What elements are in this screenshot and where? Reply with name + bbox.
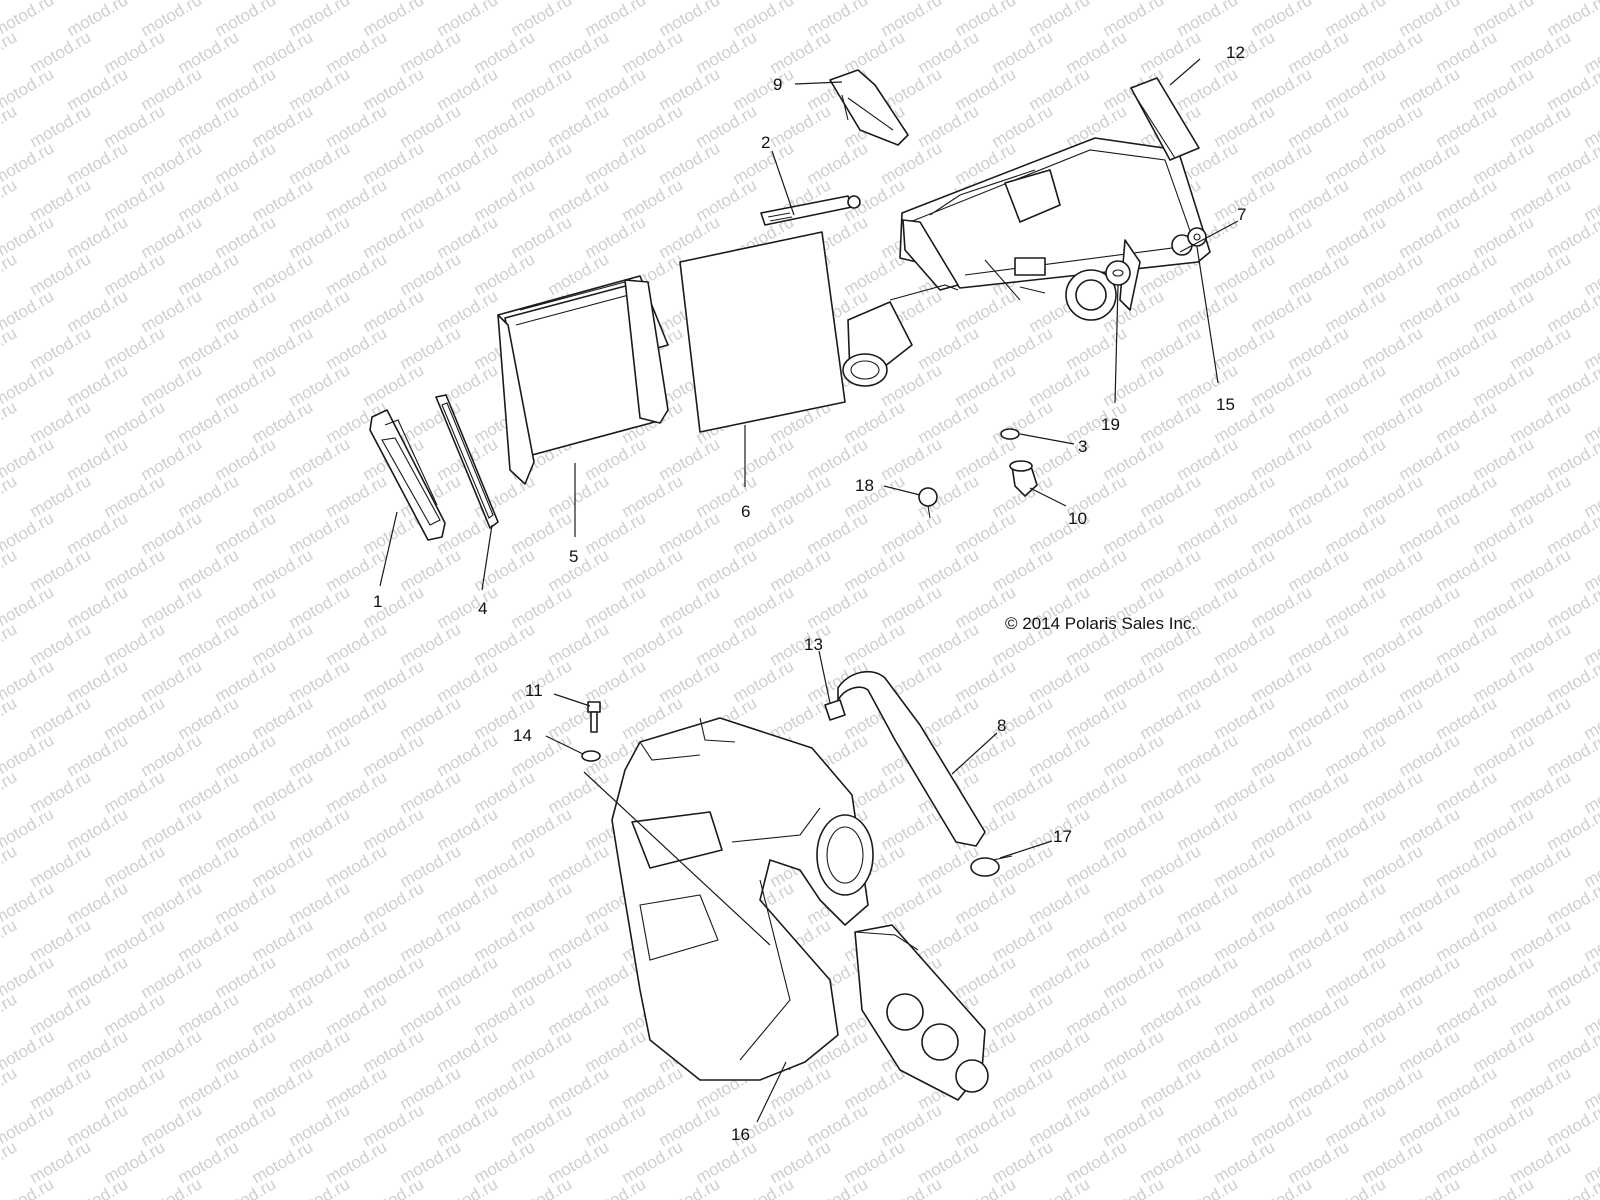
part-4-filter-frame (435, 394, 499, 529)
watermark-text: motod.ru (1544, 730, 1600, 780)
watermark-text: motod.ru (0, 767, 20, 817)
callout-17: 17 (1053, 827, 1072, 846)
watermark-text: motod.ru (0, 471, 20, 521)
watermark-text: motod.ru (1544, 64, 1600, 114)
watermark-text: motod.ru (1544, 286, 1600, 336)
part-6-pre-filter (679, 231, 846, 433)
watermark-text: motod.ru (656, 1174, 724, 1200)
watermark-text: motod.ru (1544, 582, 1600, 632)
watermark-text: motod.ru (64, 1174, 132, 1200)
callout-18: 18 (855, 476, 874, 495)
watermark-text: motod.ru (508, 1174, 576, 1200)
callout-15: 15 (1216, 395, 1235, 414)
watermark-text: motod.ru (804, 1174, 872, 1200)
watermark-text: motod.ru (1248, 1174, 1316, 1200)
watermark-text: motod.ru (1544, 212, 1600, 262)
watermark-text: motod.ru (730, 1174, 798, 1200)
callout-12: 12 (1226, 43, 1245, 62)
watermark-text: motod.ru (1544, 1100, 1600, 1150)
watermark-text: motod.ru (0, 1174, 57, 1200)
part-19-grommet (1105, 260, 1131, 286)
watermark-text: motod.ru (0, 249, 20, 299)
callout-7: 7 (1237, 205, 1246, 224)
part-5-air-filter (497, 275, 669, 485)
watermark-text: motod.ru (1544, 804, 1600, 854)
watermark-text: motod.ru (212, 1174, 280, 1200)
part-1-airbox-cover (369, 409, 446, 541)
watermark-text: motod.ru (1026, 1174, 1094, 1200)
callout-19: 19 (1101, 415, 1120, 434)
part-7-airbox-housing (842, 137, 1211, 387)
watermark-text: motod.ru (878, 1174, 946, 1200)
callout-10: 10 (1068, 509, 1087, 528)
callout-16: 16 (731, 1125, 750, 1144)
part-12-foam-pad (1130, 77, 1200, 161)
callout-labels: 1 2 3 4 5 6 7 8 9 10 11 12 13 14 15 16 1… (373, 43, 1246, 1144)
watermark-text: motod.ru (0, 1063, 20, 1113)
part-14-washer (581, 750, 601, 762)
callout-1: 1 (373, 592, 382, 611)
part-8-breather-hose (837, 670, 986, 847)
watermark-text: motod.ru (0, 841, 20, 891)
callout-13: 13 (804, 635, 823, 654)
intake-plenum (611, 717, 874, 1081)
watermark-text: motod.ru (1544, 360, 1600, 410)
watermark-text: motod.ru (952, 1174, 1020, 1200)
watermark-text: motod.ru (1544, 952, 1600, 1002)
watermark-text: motod.ru (0, 915, 20, 965)
watermark-text: motod.ru (1544, 1026, 1600, 1076)
callout-4: 4 (478, 599, 487, 618)
watermark-text: motod.ru (286, 1174, 354, 1200)
watermark-text: motod.ru (0, 27, 20, 77)
callout-11: 11 (525, 681, 543, 700)
copyright-notice: © 2014 Polaris Sales Inc. (1005, 614, 1196, 633)
watermark-text: motod.ru (0, 0, 20, 3)
watermark-text: motod.ru (1581, 0, 1600, 3)
part-11-bolt (587, 701, 601, 733)
callout-14: 14 (513, 726, 532, 745)
leader-lines (379, 58, 1239, 1123)
watermark-text: motod.ru (138, 1174, 206, 1200)
watermark-text: motod.ru (0, 693, 20, 743)
part-9-bracket (829, 69, 909, 146)
part-18-clip (918, 487, 938, 519)
watermark-text: motod.ru (0, 1137, 20, 1187)
part-13-clamp (824, 699, 846, 721)
callout-2: 2 (761, 133, 770, 152)
part-3-o-ring (1000, 428, 1020, 440)
part-2-strap (760, 195, 861, 226)
watermark-text: motod.ru (1322, 1174, 1390, 1200)
watermark-text: motod.ru (1544, 878, 1600, 928)
part-17-clamp (970, 855, 1013, 877)
callout-3: 3 (1078, 437, 1087, 456)
callout-6: 6 (741, 502, 750, 521)
watermark-text: motod.ru (1174, 1174, 1242, 1200)
watermark-text: motod.ru (0, 619, 20, 669)
watermark-text: motod.ru (0, 323, 20, 373)
watermark-text: motod.ru (0, 545, 20, 595)
watermark-text: motod.ru (0, 175, 20, 225)
watermark-text: motod.ru (1544, 434, 1600, 484)
watermark-text: motod.ru (1544, 138, 1600, 188)
callout-5: 5 (569, 547, 578, 566)
watermark-text: motod.ru (582, 1174, 650, 1200)
watermark-text: motod.ru (1396, 1174, 1464, 1200)
callout-8: 8 (997, 716, 1006, 735)
watermark-text: motod.ru (0, 101, 20, 151)
part-15-grommet (1187, 227, 1207, 247)
watermark-text: motod.ru (1544, 508, 1600, 558)
watermark-text: motod.ru (1470, 1174, 1538, 1200)
watermark-text: motod.ru (360, 1174, 428, 1200)
throttle-body (854, 924, 989, 1101)
watermark-text: motod.ru (1544, 656, 1600, 706)
watermark-text: motod.ru (0, 989, 20, 1039)
callout-9: 9 (773, 75, 782, 94)
watermark-text: motod.ru (434, 1174, 502, 1200)
watermark-text: motod.ru (1100, 1174, 1168, 1200)
watermark-text: motod.ru (0, 397, 20, 447)
